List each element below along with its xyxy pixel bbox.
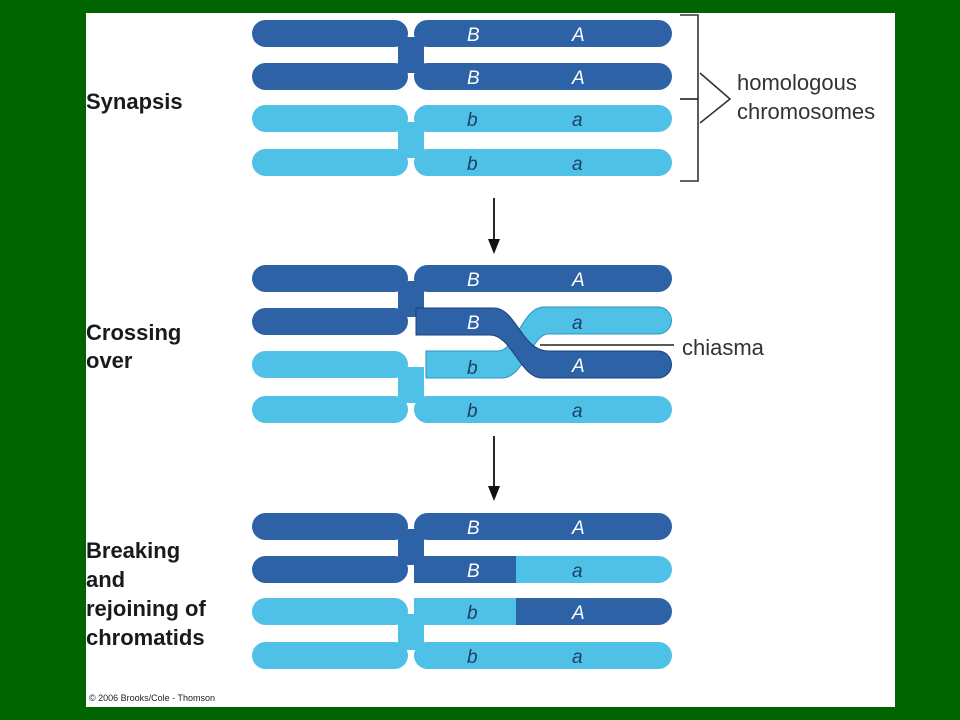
allele-b-label: b [467,154,478,175]
chromatid-2-left-arm [252,308,408,335]
stage-breaking-rejoining: Breaking and rejoining of chromatids B A… [86,513,672,669]
copyright-text: © 2006 Brooks/Cole - Thomson [89,693,215,703]
slide-panel: Synapsis B A B A b a b a [86,13,895,707]
stage-label-breaking: Breaking and rejoining of chromatids [86,538,212,650]
centromere [398,122,424,158]
allele-a-label: A [571,356,585,377]
allele-b-label: B [467,518,480,539]
chromatid-left-arm [252,20,408,47]
allele-b-label: b [467,603,478,624]
chromatid-4: b a [252,149,672,176]
crossing-over-diagram: Synapsis B A B A b a b a [86,14,875,703]
allele-a-label: a [572,647,583,668]
allele-a-label: a [572,110,583,131]
chromatid-right-arm [414,642,672,669]
allele-b-label: b [467,358,478,379]
allele-b-label: b [467,401,478,422]
chromatid-dark-segment [414,556,516,583]
allele-a-label: a [572,561,583,582]
stage-label-synapsis: Synapsis [86,89,183,114]
bracket-lower [680,98,699,182]
allele-b-label: B [467,561,480,582]
chromatid-right-arm [414,63,672,90]
chromatid-left-arm [252,598,408,625]
chromatid-2-recombinant: B a [252,556,672,583]
stage-synapsis: Synapsis B A B A b a b a [86,14,875,182]
chromatid-right-arm [414,265,672,292]
allele-b-label: b [467,110,478,131]
allele-a-label: A [571,603,585,624]
allele-b-label: b [467,647,478,668]
chromatid-right-arm [414,105,672,132]
centromere [398,614,424,650]
stage-label-crossing-over: Crossing over [86,320,187,373]
chromatid-left-arm [252,396,408,423]
centromere [398,367,424,403]
allele-b-label: B [467,25,480,46]
chromatid-left-arm [252,556,408,583]
chromatid-4: b a [252,396,672,423]
chromatid-left-arm [252,105,408,132]
allele-b-label: B [467,313,480,334]
bracket-brace [699,72,732,124]
homologous-label: homologous [737,70,857,95]
allele-b-label: B [467,270,480,291]
allele-a-label: a [572,313,583,334]
chromatid-right-arm [414,396,672,423]
allele-a-label: A [571,518,585,539]
allele-a-label: A [571,68,585,89]
chromatid-3: b a [252,105,672,132]
chromatid-4: b a [252,642,672,669]
chromatid-right-arm [414,20,672,47]
arrow-down-icon [488,198,500,254]
chromatid-3-recombinant: b A [252,598,672,625]
centromere [398,529,424,565]
chromatid-left-arm [252,63,408,90]
chromatid-3-left-arm [252,351,408,378]
chromatid-left-arm [252,149,408,176]
allele-b-label: B [467,68,480,89]
arrow-down-icon [488,436,500,501]
chiasma-label: chiasma [682,335,765,360]
chromatid-left-arm [252,642,408,669]
allele-a-label: a [572,154,583,175]
chromatid-1: B A [252,513,672,540]
chromatid-right-arm [414,149,672,176]
stage-crossing-over: Crossing over B A B a b A b a chiasma [86,265,765,423]
bracket-upper [680,14,699,100]
centromere [398,37,424,73]
chromatid-left-arm [252,513,408,540]
chromatid-2-crossing-arm [415,307,672,379]
chromatid-1: B A [252,265,672,292]
allele-a-label: A [571,270,585,291]
chromatid-2: B A [252,63,672,90]
allele-a-label: a [572,401,583,422]
chromatid-1: B A [252,20,672,47]
chromatid-left-arm [252,265,408,292]
chromatid-light-segment [414,598,516,625]
chromatid-right-arm [414,513,672,540]
chromosomes-label: chromosomes [737,99,875,124]
allele-a-label: A [571,25,585,46]
